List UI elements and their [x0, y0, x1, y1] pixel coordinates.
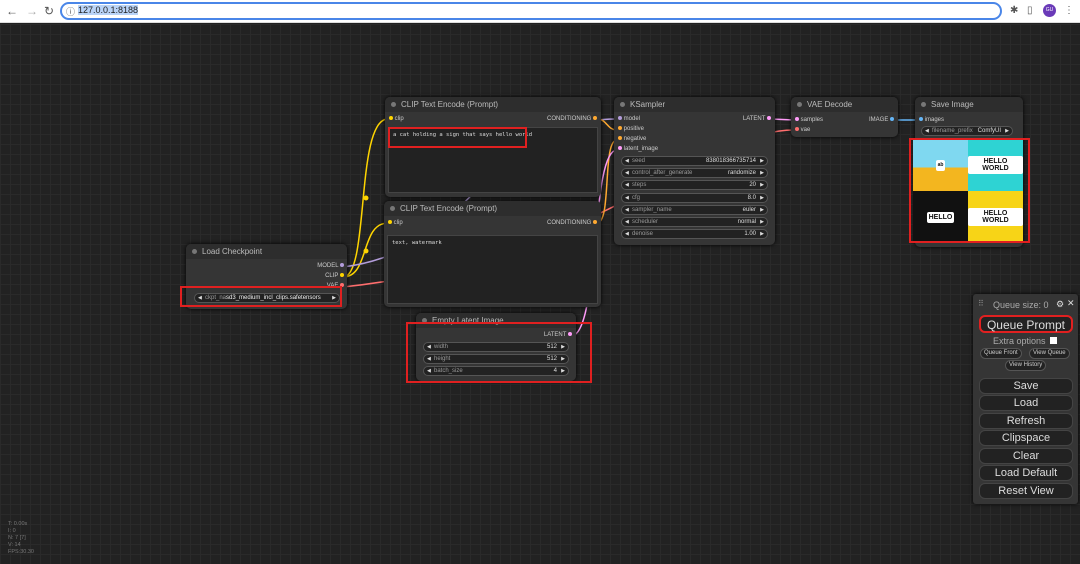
back-icon[interactable]: ← [6, 4, 18, 18]
stat-time: T: 0.00s [8, 521, 28, 527]
node-load-checkpoint[interactable]: Load Checkpoint MODEL CLIP VAE ckpt_nasd… [186, 244, 347, 309]
input-positive[interactable]: positive [618, 126, 644, 132]
input-samples[interactable]: samples [795, 117, 823, 123]
queue-size: Queue size: 0 [993, 300, 1049, 310]
extra-options-label: Extra options [993, 336, 1046, 346]
stat-fps: FPS:30.30 [8, 549, 34, 555]
drag-handle-icon[interactable]: ⠿ [978, 299, 984, 308]
menu-icon[interactable]: ⋮ [1064, 5, 1074, 16]
load-button[interactable]: Load [979, 395, 1073, 411]
queue-prompt-button[interactable]: Queue Prompt [979, 315, 1073, 333]
highlight-positive-prompt [388, 127, 527, 148]
render-stats: T: 0.00s I: 0 N: 7 [7] V: 14 FPS:30.30 [8, 521, 34, 556]
node-title[interactable]: VAE Decode [791, 97, 898, 112]
highlight-checkpoint [180, 286, 342, 307]
sidepanel-icon[interactable]: ▯ [1027, 5, 1033, 16]
extensions-icon[interactable]: ✱ [1010, 5, 1019, 16]
node-title[interactable]: CLIP Text Encode (Prompt) [384, 201, 601, 216]
input-images[interactable]: images [919, 117, 944, 123]
refresh-button[interactable]: Refresh [979, 413, 1073, 429]
clipspace-button[interactable]: Clipspace [979, 430, 1073, 446]
save-button[interactable]: Save [979, 378, 1073, 394]
highlight-image [909, 138, 1030, 243]
close-icon[interactable]: ✕ [1067, 298, 1075, 308]
input-negative[interactable]: negative [618, 136, 646, 142]
avatar[interactable]: GU [1043, 4, 1056, 17]
view-history-button[interactable]: View History [1005, 360, 1047, 371]
output-latent[interactable]: LATENT [743, 116, 771, 122]
node-title[interactable]: Empty Latent Image [416, 313, 576, 328]
view-queue-button[interactable]: View Queue [1029, 348, 1070, 359]
input-vae[interactable]: vae [795, 127, 810, 133]
clear-button[interactable]: Clear [979, 448, 1073, 464]
extra-options-checkbox[interactable] [1050, 337, 1057, 344]
address-bar[interactable]: ⓘ 127.0.0.1:8188 [60, 2, 1002, 20]
node-title[interactable]: Save Image [915, 97, 1023, 112]
forward-icon[interactable]: → [26, 4, 38, 18]
browser-toolbar: ← → ↻ ⓘ 127.0.0.1:8188 ✱ ▯ GU ⋮ [0, 0, 1080, 23]
wire-clip-pos [342, 118, 389, 278]
node-ksampler[interactable]: KSampler model positive negative latent_… [614, 97, 775, 245]
output-clip[interactable]: CLIP [325, 273, 344, 279]
input-model[interactable]: model [618, 116, 640, 122]
reload-icon[interactable]: ↻ [44, 4, 55, 18]
output-image[interactable]: IMAGE [869, 117, 894, 123]
settings-icon[interactable]: ⚙ [1056, 299, 1065, 309]
queue-panel: ⠿ Queue size: 0 ⚙ ✕ Queue Prompt Extra o… [973, 294, 1078, 504]
load-default-button[interactable]: Load Default [979, 465, 1073, 481]
input-clip[interactable]: clip [389, 116, 404, 122]
output-latent[interactable]: LATENT [544, 332, 572, 338]
url-text: 127.0.0.1:8188 [78, 5, 139, 15]
stat-i: I: 0 [8, 528, 16, 534]
input-clip[interactable]: clip [388, 220, 403, 226]
input-latent-image[interactable]: latent_image [618, 146, 658, 152]
reset-view-button[interactable]: Reset View [979, 483, 1073, 499]
output-conditioning[interactable]: CONDITIONING [547, 220, 597, 226]
highlight-latent [406, 322, 592, 383]
node-title[interactable]: KSampler [614, 97, 775, 112]
negative-prompt-textarea[interactable]: text, watermark [387, 235, 598, 304]
node-vae-decode[interactable]: VAE Decode samples vae IMAGE [791, 97, 898, 137]
output-model[interactable]: MODEL [317, 263, 344, 269]
ckpt-name-combo[interactable]: ckpt_nasd3_medium_incl_clips.safetensors [194, 293, 340, 303]
node-clip-text-encode-negative[interactable]: CLIP Text Encode (Prompt) clip CONDITION… [384, 201, 601, 307]
generated-image-preview[interactable]: ab HELLO WORLD HELLO HELLO WORLD [913, 139, 1023, 243]
stat-nodes: N: 7 [7] [8, 535, 26, 541]
node-title[interactable]: Load Checkpoint [186, 244, 347, 259]
output-conditioning[interactable]: CONDITIONING [547, 116, 597, 122]
queue-front-button[interactable]: Queue Front [980, 348, 1022, 359]
info-icon: ⓘ [66, 7, 76, 17]
node-title[interactable]: CLIP Text Encode (Prompt) [385, 97, 601, 112]
stat-v: V: 14 [8, 542, 21, 548]
